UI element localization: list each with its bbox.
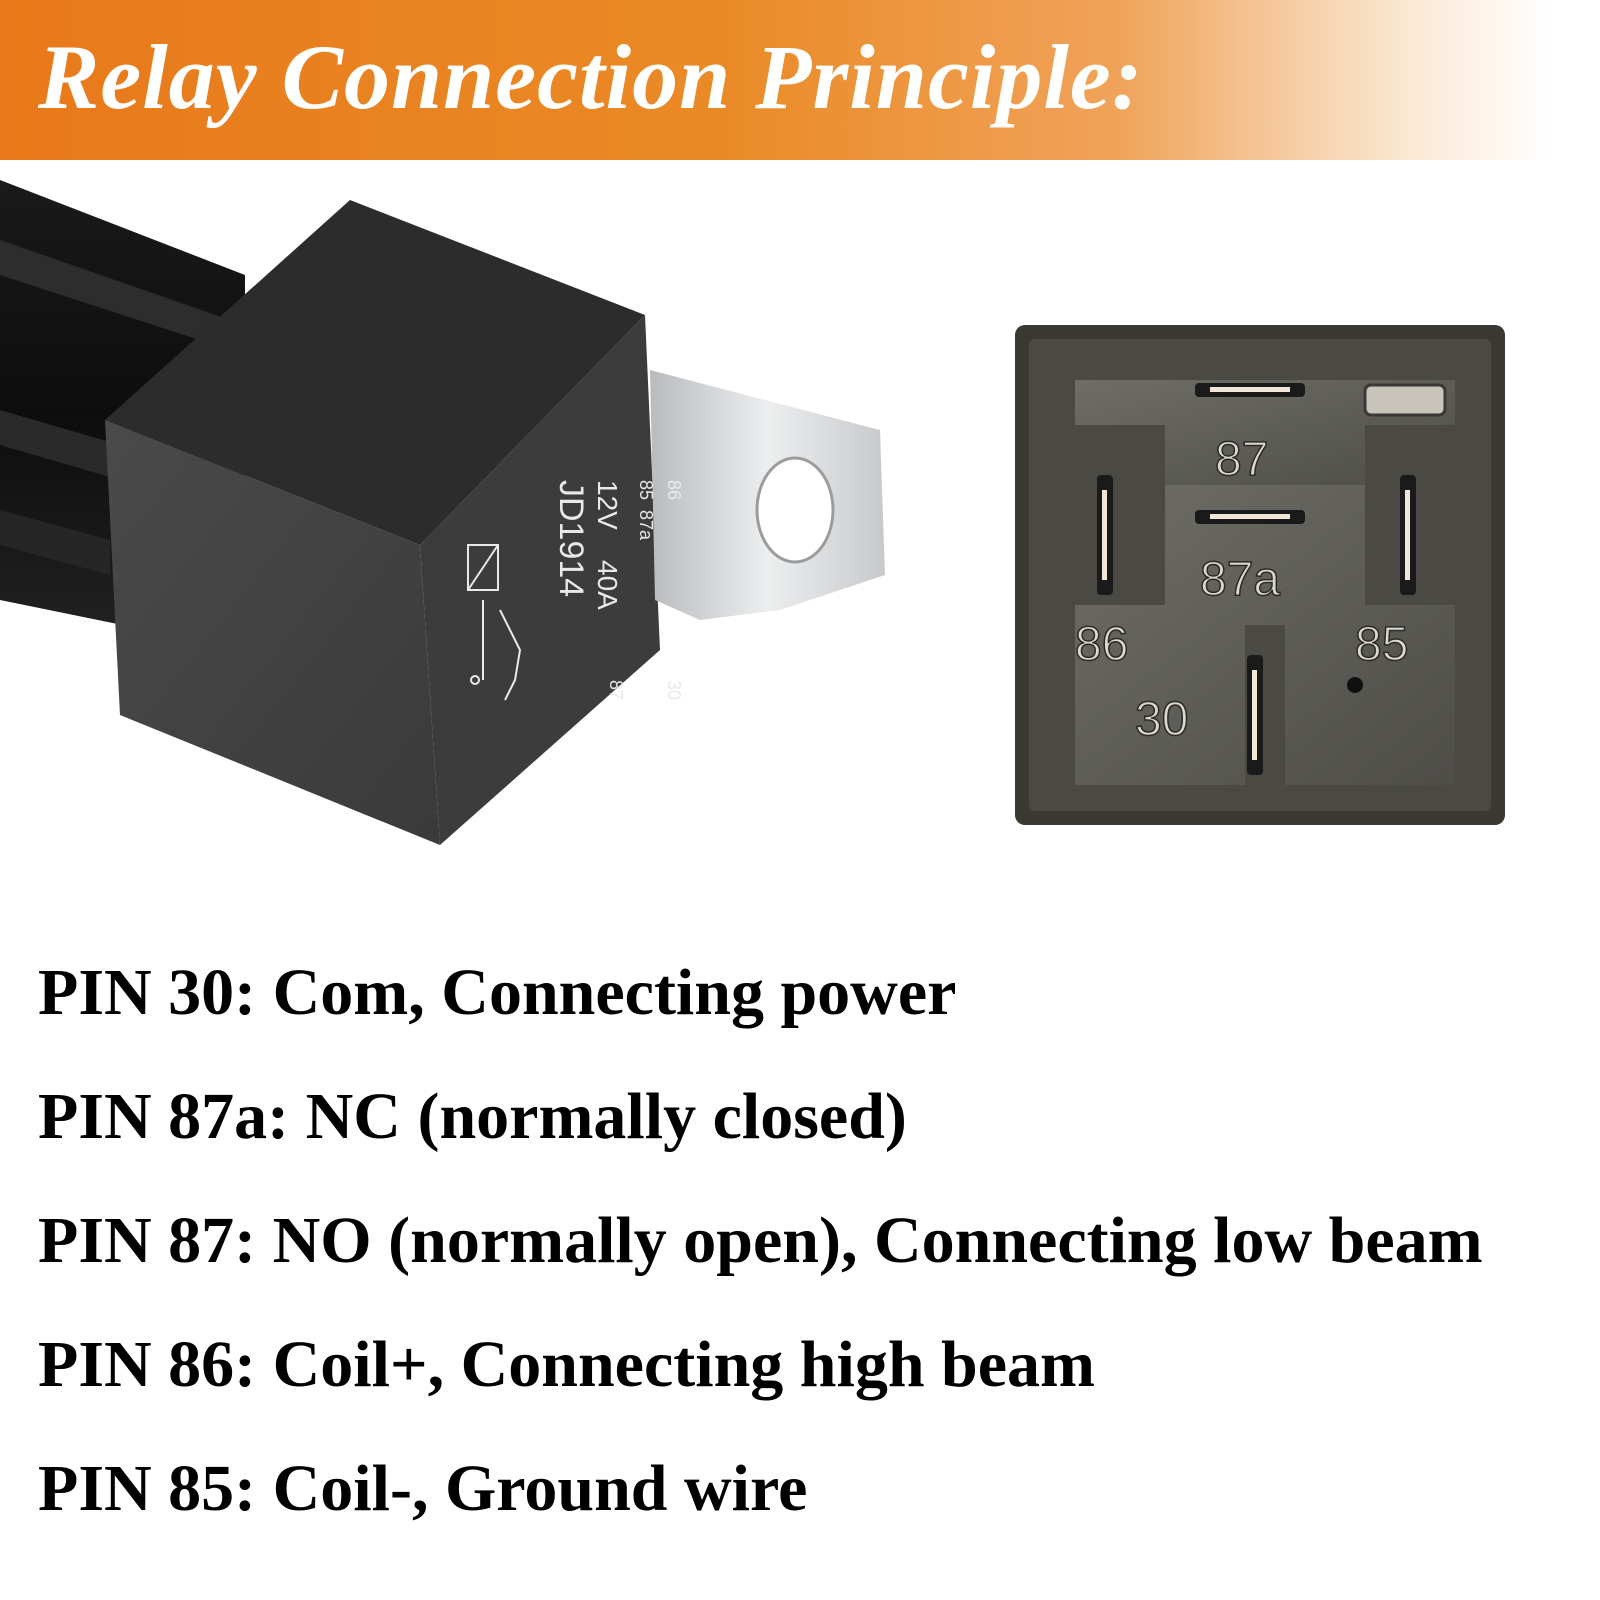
relay-pin-30-text: 30 [664, 680, 684, 700]
relay-bottom-molding [1075, 485, 1455, 785]
label-85: 85 [1355, 618, 1408, 671]
relay-front-face [105, 420, 440, 845]
pin-87-description: PIN 87: NO (normally open), Connecting l… [38, 1204, 1483, 1277]
relay-pin-87a-text: 87a [636, 510, 656, 541]
pin-30-description: PIN 30: Com, Connecting power [38, 956, 957, 1029]
pin-87a-description: PIN 87a: NC (normally closed) [38, 1080, 907, 1153]
relay-top-face [105, 200, 645, 545]
title-banner: Relay Connection Principle: [0, 0, 1600, 160]
relay-right-face [420, 315, 660, 845]
mold-tab [1363, 383, 1447, 417]
banner-title: Relay Connection Principle: [38, 26, 1144, 128]
pin-86-description: PIN 86: Coil+, Connecting high beam [38, 1328, 1095, 1401]
bracket-hole [755, 456, 835, 564]
relay-model-text: JD1914 [552, 480, 590, 597]
relay-bottom-photo: 87 87a 86 85 30 [1015, 325, 1510, 830]
relay-voltage-text: 12V [592, 480, 623, 530]
relay-pin-85-text: 85 [636, 480, 656, 500]
relay-side-photo: JD1914 12V 40A 85 87a 86 30 87 [0, 180, 900, 860]
polarity-dot [1347, 677, 1363, 693]
relay-pin-87-text: 87 [606, 680, 626, 700]
relay-pin-86-text: 86 [664, 480, 684, 500]
pin-description-list: PIN 30: Com, Connecting power PIN 87a: N… [38, 955, 1578, 1575]
label-87a: 87a [1200, 553, 1280, 606]
label-87: 87 [1215, 433, 1268, 486]
label-86: 86 [1075, 618, 1128, 671]
pin-85-description: PIN 85: Coil-, Ground wire [38, 1452, 808, 1525]
relay-schematic-icon [467, 544, 522, 701]
label-30: 30 [1135, 693, 1188, 746]
relay-current-text: 40A [592, 560, 623, 610]
